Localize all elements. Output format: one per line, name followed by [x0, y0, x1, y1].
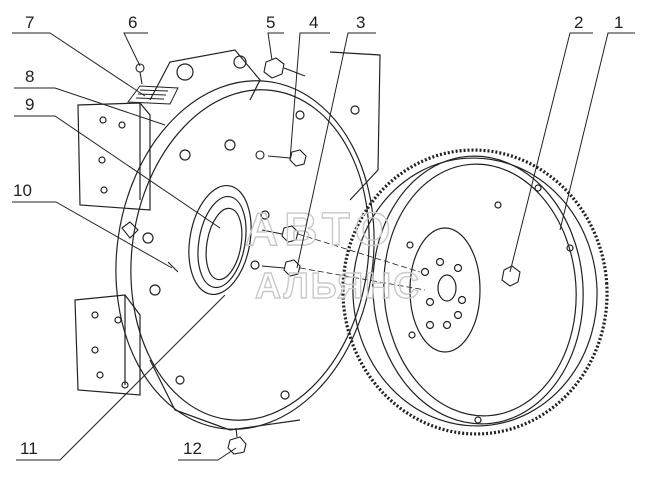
mounting-pads [74, 102, 151, 396]
leader-lines [12, 32, 635, 461]
watermark: АВТО АЛЬЯНС [244, 202, 421, 306]
screw-6 [135, 63, 145, 85]
callout-8: 8 [25, 67, 34, 86]
bolt-5 [263, 57, 306, 79]
callout-7: 7 [25, 13, 34, 32]
watermark-line1: АВТО [245, 203, 396, 255]
flywheel-housing [115, 49, 381, 431]
watermark-line2: АЛЬЯНС [255, 265, 421, 306]
callout-1: 1 [614, 13, 623, 32]
plug-12 [227, 427, 247, 455]
data-plate [127, 85, 179, 105]
flywheel-ring-gear [341, 148, 609, 436]
alignment-lines [297, 233, 426, 291]
callout-2: 2 [574, 13, 583, 32]
callout-5: 5 [266, 13, 275, 32]
flywheel [372, 155, 584, 425]
callout-11: 11 [20, 439, 38, 458]
callout-9: 9 [25, 95, 34, 114]
callout-10: 10 [13, 181, 32, 200]
callout-12: 12 [183, 439, 202, 458]
pin-10 [121, 221, 179, 273]
callout-6: 6 [128, 13, 137, 32]
callout-labels: 1 2 3 4 5 6 7 8 9 10 11 12 [13, 13, 623, 458]
callout-3: 3 [356, 13, 365, 32]
callout-4: 4 [309, 13, 318, 32]
